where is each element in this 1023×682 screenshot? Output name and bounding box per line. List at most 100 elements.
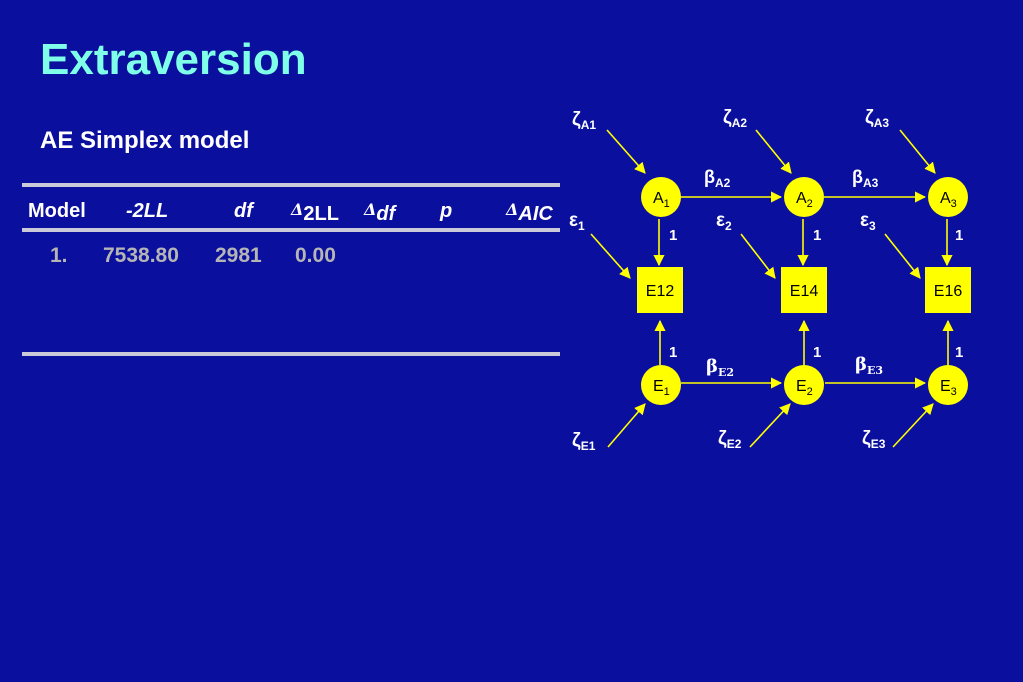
- svg-text:ε1: ε1: [569, 210, 585, 233]
- loading-A3: 1: [955, 227, 963, 244]
- arrow-zE1-E1: [607, 403, 646, 448]
- beta-A-labels: βA2 βA3: [704, 167, 879, 190]
- page-title: Extraversion: [40, 35, 307, 84]
- loading-A2: 1: [813, 227, 821, 244]
- node-A2-sub: 2: [807, 198, 813, 210]
- svg-text:E3: E3: [940, 378, 957, 398]
- zeta-E2-sub: E2: [727, 437, 742, 451]
- node-A1: A1: [641, 177, 681, 217]
- zeta-A-labels: ζA1 ζA2 ζA3: [572, 107, 889, 132]
- arrow-e1-E12: [590, 233, 631, 279]
- cell-neg2ll: 7538.80: [103, 244, 179, 267]
- beta-E2-sub: E2: [718, 366, 734, 379]
- loading-A1: 1: [669, 227, 677, 244]
- loading-E1: 1: [669, 344, 677, 361]
- zeta-E1-sub: E1: [581, 439, 596, 453]
- zeta-symbol: ζ: [865, 107, 874, 128]
- cell-model: 1.: [50, 244, 68, 267]
- svg-text:A2: A2: [796, 190, 813, 210]
- col-header-neg2ll: -2LL: [126, 200, 169, 222]
- node-E3-sub: 3: [951, 386, 957, 398]
- svg-text:ε2: ε2: [716, 210, 732, 233]
- node-E12-label: E12: [646, 283, 675, 300]
- table-top-rule: [22, 183, 560, 187]
- cell-df: 2981: [215, 244, 262, 267]
- col-header-delta-2ll-label: 2LL: [303, 203, 339, 225]
- arrow-zA3-A3: [899, 129, 936, 174]
- node-E14: E14: [781, 267, 827, 313]
- svg-text:βE3: βE3: [855, 354, 883, 377]
- node-E2-sub: 2: [807, 386, 813, 398]
- zeta-symbol: ζ: [572, 430, 581, 451]
- col-header-delta-df-label: df: [376, 203, 396, 225]
- arrow-zE2-E2: [749, 403, 791, 448]
- node-A3: A3: [928, 177, 968, 217]
- zeta-A1-sub: A1: [581, 118, 597, 132]
- svg-text:ε3: ε3: [860, 210, 876, 233]
- beta-symbol: β: [855, 354, 867, 375]
- node-A1-sub: 1: [664, 198, 670, 210]
- col-header-p: p: [440, 200, 453, 222]
- delta-symbol: Δ: [506, 200, 519, 219]
- col-header-delta-aic-label: AIC: [518, 203, 553, 225]
- loading-E3: 1: [955, 344, 963, 361]
- svg-text:A1: A1: [653, 190, 670, 210]
- node-A3-sub: 3: [951, 198, 957, 210]
- path-arrows: [590, 129, 954, 448]
- node-A1-label: A: [653, 190, 664, 207]
- epsilon-symbol: ε: [569, 210, 578, 231]
- node-E1: E1: [641, 365, 681, 405]
- zeta-symbol: ζ: [862, 428, 871, 449]
- beta-E3-sub: E3: [867, 364, 883, 377]
- zeta-symbol: ζ: [723, 107, 732, 128]
- beta-symbol: β: [704, 167, 715, 187]
- epsilon-symbol: ε: [860, 210, 869, 231]
- arrow-e3-E16: [884, 233, 921, 279]
- node-E14-label: E14: [790, 283, 819, 300]
- arrow-zA2-A2: [755, 129, 792, 174]
- epsilon-symbol: ε: [716, 210, 725, 231]
- svg-text:ζA3: ζA3: [865, 107, 889, 130]
- svg-text:ζE2: ζE2: [718, 428, 742, 451]
- col-header-model: Model: [28, 200, 86, 222]
- node-E2: E2: [784, 365, 824, 405]
- col-header-df: df: [234, 200, 253, 222]
- svg-text:E1: E1: [653, 378, 670, 398]
- epsilon-2-sub: 2: [725, 219, 732, 233]
- node-E1-sub: 1: [664, 386, 670, 398]
- delta-symbol: Δ: [291, 200, 304, 219]
- zeta-symbol: ζ: [718, 428, 727, 449]
- svg-text:ζE3: ζE3: [862, 428, 886, 451]
- loading-labels: 1 1 1 1 1 1: [669, 227, 963, 361]
- delta-symbol: Δ: [364, 200, 377, 219]
- epsilon-1-sub: 1: [578, 219, 585, 233]
- svg-text:βE2: βE2: [706, 356, 734, 379]
- svg-text:ζE1: ζE1: [572, 430, 596, 453]
- zeta-E3-sub: E3: [871, 437, 886, 451]
- node-E12: E12: [637, 267, 683, 313]
- zeta-A2-sub: A2: [732, 116, 748, 130]
- svg-text:βA3: βA3: [852, 167, 879, 190]
- col-header-delta-aic: ΔAIC: [506, 200, 553, 226]
- beta-symbol: β: [852, 167, 863, 187]
- node-E3: E3: [928, 365, 968, 405]
- beta-A2-sub: A2: [715, 176, 731, 190]
- table-header-rule: [22, 228, 560, 232]
- svg-text:E2: E2: [796, 378, 813, 398]
- node-E16-label: E16: [934, 283, 963, 300]
- beta-A3-sub: A3: [863, 176, 879, 190]
- node-A2: A2: [784, 177, 824, 217]
- svg-text:ζA2: ζA2: [723, 107, 747, 130]
- svg-text:ζA1: ζA1: [572, 109, 596, 132]
- zeta-A3-sub: A3: [874, 116, 890, 130]
- loading-E2: 1: [813, 344, 821, 361]
- zeta-E-labels: ζE1 ζE2 ζE3: [572, 428, 886, 453]
- arrow-zA1-A1: [606, 129, 646, 174]
- col-header-delta-2ll: Δ2LL: [291, 200, 339, 226]
- svg-text:A3: A3: [940, 190, 957, 210]
- node-A2-label: A: [796, 190, 807, 207]
- zeta-symbol: ζ: [572, 109, 581, 130]
- table-bottom-rule: [22, 352, 560, 356]
- node-A3-label: A: [940, 190, 951, 207]
